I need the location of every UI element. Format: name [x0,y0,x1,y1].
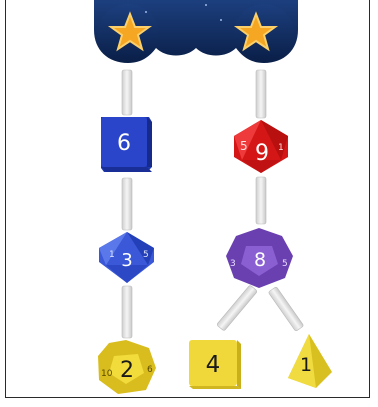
die-edge-value: 10 [101,369,113,379]
connector [268,286,304,332]
connector [255,69,267,119]
connector [121,285,133,339]
connector [121,177,133,231]
d8-blue-die[interactable]: 3 1 5 [99,232,154,283]
d8-red-die[interactable]: 9 5 1 [234,120,288,173]
connector [121,69,133,116]
d4-yellow-die[interactable]: 1 [288,334,332,388]
connectors [121,69,304,339]
d6-blue-die[interactable]: 6 [101,117,152,172]
cloud-header [94,0,298,63]
die-value: 8 [254,249,266,271]
d12-purple-die[interactable]: 8 3 5 [226,228,293,288]
die-value: 2 [120,358,134,383]
star-icon-right[interactable] [233,11,279,52]
die-value: 4 [206,352,221,378]
d12-yellow-die[interactable]: 2 10 6 [98,340,156,394]
die-edge-value: 6 [147,365,153,375]
die-edge-value: 5 [282,259,288,269]
die-value: 6 [117,131,131,156]
die-edge-value: 3 [230,259,236,269]
game-board: 6 3 1 5 2 10 6 9 5 1 8 3 5 [5,0,370,398]
die-edge-value: 1 [278,143,284,153]
die-edge-value: 5 [240,139,248,153]
die-edge-value: 5 [143,250,149,260]
die-edge-value: 1 [109,250,115,260]
dice-tree-canvas: 6 3 1 5 2 10 6 9 5 1 8 3 5 [94,0,332,394]
connector [216,285,258,331]
star-icon-left[interactable] [107,11,153,52]
die-value: 3 [121,250,132,271]
die-value: 9 [255,141,269,166]
connector [255,176,267,225]
d6-yellow-die[interactable]: 4 [189,340,241,389]
die-value: 1 [300,354,312,376]
